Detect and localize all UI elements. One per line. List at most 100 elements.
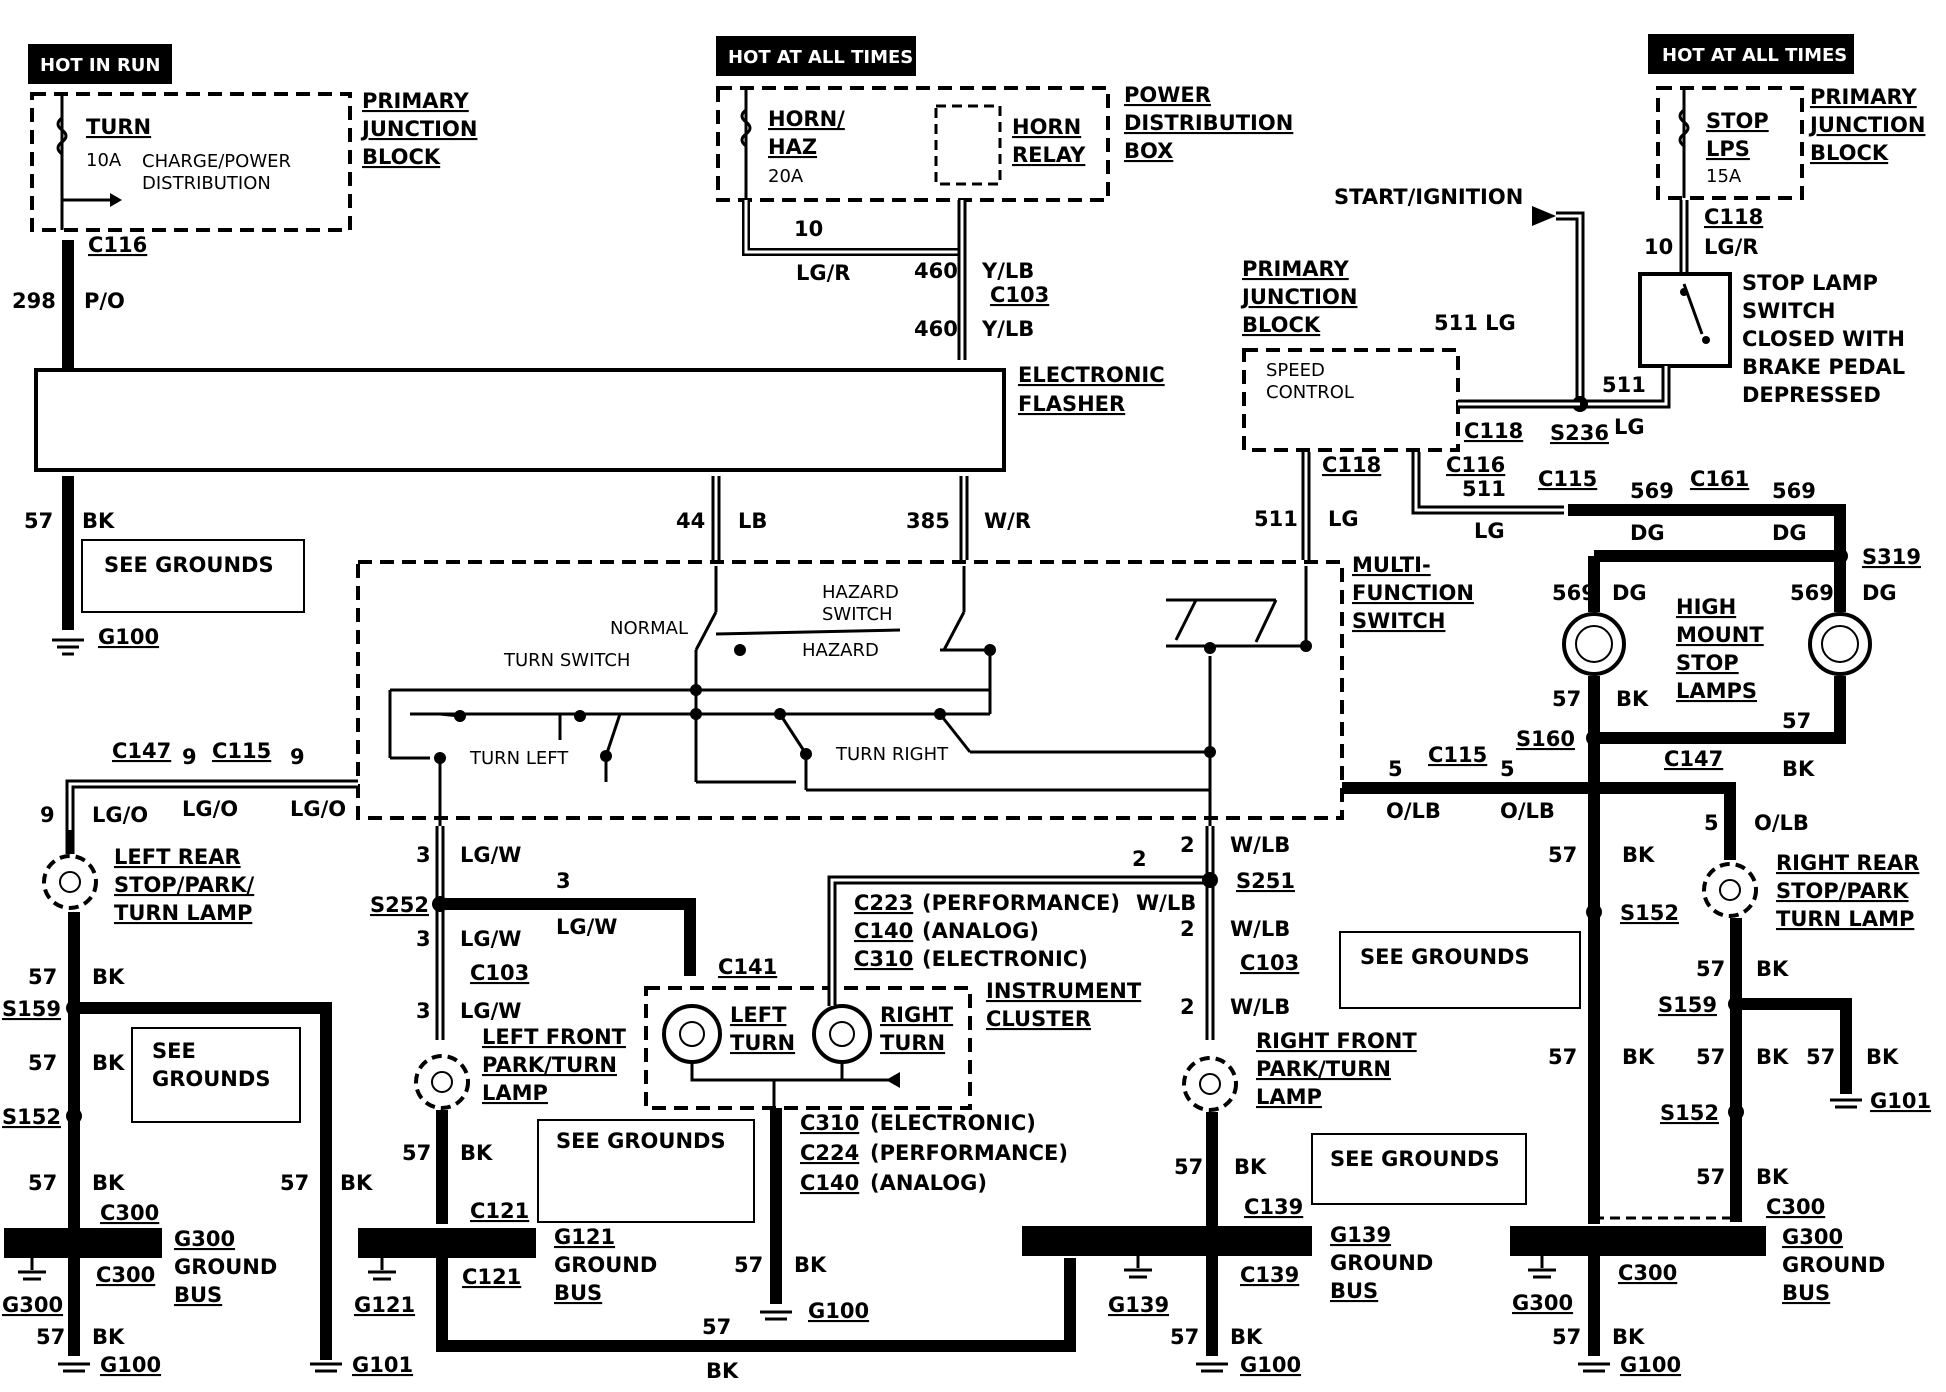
svg-text:LG/O: LG/O (92, 803, 148, 827)
svg-text:BK: BK (92, 965, 125, 989)
ground-symbol-g100-bottom-left (58, 1362, 90, 1373)
svg-text:3: 3 (556, 869, 571, 893)
svg-text:LEFT: LEFT (730, 1003, 787, 1027)
svg-text:5: 5 (1704, 811, 1719, 835)
svg-text:3: 3 (416, 927, 431, 951)
svg-text:HOT AT ALL TIMES: HOT AT ALL TIMES (728, 47, 913, 68)
svg-text:PRIMARY: PRIMARY (1242, 257, 1350, 281)
svg-text:PRIMARY: PRIMARY (1810, 85, 1918, 109)
ground-symbol-g300-right (1528, 1256, 1556, 1279)
svg-text:BK: BK (1622, 1045, 1655, 1069)
svg-text:LG/O: LG/O (182, 797, 238, 821)
fuse-stop-lps-15a (1678, 88, 1690, 198)
ground-symbol-g100-g139 (1196, 1362, 1228, 1373)
svg-text:2: 2 (1132, 847, 1147, 871)
wire-569-dg-top (1568, 504, 1846, 556)
svg-text:HOT AT ALL TIMES: HOT AT ALL TIMES (1662, 45, 1847, 66)
start-ignition-label: START/IGNITION (1334, 185, 1523, 209)
svg-text:TURN LEFT: TURN LEFT (469, 748, 569, 769)
svg-text:W/LB: W/LB (1230, 833, 1290, 857)
svg-text:57: 57 (1548, 843, 1577, 867)
svg-text:BK: BK (92, 1051, 125, 1075)
ground-symbol-g121 (368, 1258, 396, 1281)
svg-text:5: 5 (1388, 757, 1403, 781)
svg-text:RIGHT FRONT: RIGHT FRONT (1256, 1029, 1417, 1053)
svg-text:BLOCK: BLOCK (1810, 141, 1889, 165)
svg-text:DG: DG (1772, 521, 1807, 545)
svg-text:(PERFORMANCE): (PERFORMANCE) (922, 891, 1120, 915)
svg-text:G300: G300 (2, 1293, 63, 1317)
svg-text:BK: BK (1756, 1165, 1789, 1189)
see-grounds-box-4 (1311, 1133, 1527, 1205)
svg-text:57: 57 (1696, 957, 1725, 981)
svg-text:HORN: HORN (1012, 115, 1081, 139)
left-turn-indicator-lamp (662, 1004, 722, 1064)
svg-text:BK: BK (1866, 1045, 1899, 1069)
svg-text:G100: G100 (100, 1353, 161, 1377)
svg-text:POWER: POWER (1124, 83, 1211, 107)
svg-text:LG/W: LG/W (556, 915, 617, 939)
svg-text:TURN LAMP: TURN LAMP (1776, 907, 1914, 931)
svg-text:3: 3 (416, 999, 431, 1023)
svg-text:HAZARD: HAZARD (822, 582, 899, 603)
svg-text:GROUNDS: GROUNDS (152, 1067, 270, 1091)
svg-text:57: 57 (36, 1325, 65, 1349)
svg-text:S159: S159 (2, 997, 61, 1021)
fuse-turn-10a (56, 94, 122, 230)
high-mount-stop-lamp-left (1562, 612, 1626, 676)
svg-text:(ANALOG): (ANALOG) (922, 919, 1039, 943)
connector-c115-left: C115 (212, 739, 271, 763)
svg-text:S251: S251 (1236, 869, 1295, 893)
wire-3-lg-w-cluster (440, 898, 696, 976)
wire-po-color: P/O (84, 289, 125, 313)
svg-text:DG: DG (1630, 521, 1665, 545)
svg-text:STOP/PARK: STOP/PARK (1776, 879, 1909, 903)
svg-text:INSTRUMENT: INSTRUMENT (986, 979, 1142, 1003)
svg-text:9: 9 (290, 745, 305, 769)
svg-text:511 LG: 511 LG (1434, 311, 1516, 335)
svg-text:O/LB: O/LB (1754, 811, 1809, 835)
svg-text:G121: G121 (554, 1225, 615, 1249)
svg-text:S152: S152 (1660, 1101, 1719, 1125)
wire-57-bk-g101-left (74, 1002, 332, 1360)
connector-c147-left: C147 (112, 739, 171, 763)
connector-c118-mid: C118 (1464, 419, 1523, 443)
svg-text:RIGHT REAR: RIGHT REAR (1776, 851, 1919, 875)
svg-text:JUNCTION: JUNCTION (1808, 113, 1925, 137)
primary-junction-block-right-box (1656, 86, 1804, 200)
svg-text:PARK/TURN: PARK/TURN (1256, 1057, 1391, 1081)
svg-text:G300: G300 (1782, 1225, 1843, 1249)
hot-at-all-times-tag-1: HOT AT ALL TIMES (716, 36, 916, 76)
svg-text:511: 511 (1462, 477, 1506, 501)
svg-text:LEFT FRONT: LEFT FRONT (482, 1025, 627, 1049)
svg-text:460: 460 (914, 259, 958, 283)
svg-text:LEFT REAR: LEFT REAR (114, 845, 241, 869)
svg-text:GROUND: GROUND (1782, 1253, 1885, 1277)
ground-bus-g300-right (1510, 1226, 1766, 1256)
ground-bus-g300-left (4, 1228, 162, 1258)
svg-text:G300: G300 (174, 1227, 235, 1251)
svg-text:TURN RIGHT: TURN RIGHT (835, 744, 949, 765)
svg-text:TURN: TURN (880, 1031, 945, 1055)
svg-text:569: 569 (1630, 479, 1674, 503)
svg-text:G101: G101 (352, 1353, 413, 1377)
hot-at-all-times-tag-2: HOT AT ALL TIMES (1648, 34, 1854, 74)
wire-57-bk-bus-link (436, 1258, 1076, 1352)
svg-text:BK: BK (1612, 1325, 1645, 1349)
svg-text:G100: G100 (1240, 1353, 1301, 1377)
svg-text:C300: C300 (1766, 1195, 1825, 1219)
electronic-flasher-box (34, 368, 1006, 472)
svg-text:RIGHT: RIGHT (880, 1003, 954, 1027)
svg-text:G139: G139 (1330, 1223, 1391, 1247)
svg-text:511: 511 (1602, 373, 1646, 397)
left-rear-stop-park-turn-lamp (42, 854, 98, 910)
svg-text:57: 57 (280, 1171, 309, 1195)
svg-text:HAZARD: HAZARD (802, 640, 879, 661)
svg-text:BK: BK (82, 509, 115, 533)
svg-text:BUS: BUS (554, 1281, 602, 1305)
svg-text:G101: G101 (1870, 1089, 1931, 1113)
svg-text:S159: S159 (1658, 993, 1717, 1017)
svg-text:15A: 15A (1706, 166, 1742, 187)
svg-text:(PERFORMANCE): (PERFORMANCE) (870, 1141, 1068, 1165)
svg-text:S236: S236 (1550, 421, 1609, 445)
